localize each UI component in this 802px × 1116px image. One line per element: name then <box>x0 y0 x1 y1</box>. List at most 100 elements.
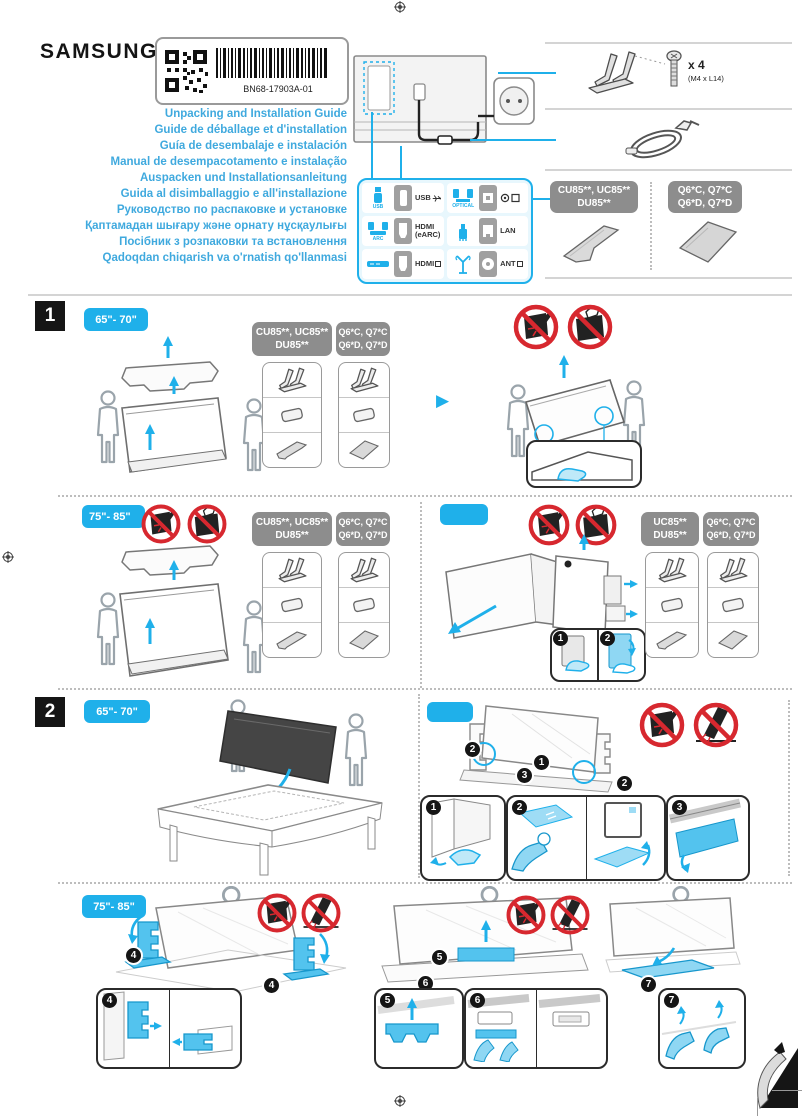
size-badge-blank <box>440 504 488 525</box>
foam-removal-75-illustration <box>115 886 347 993</box>
column-divider-dotted <box>418 694 420 878</box>
model-badge-groupA-short: UC85**DU85** <box>641 512 699 546</box>
callout-line <box>371 112 373 178</box>
screw-qty: x 4 <box>688 58 705 72</box>
part-number: BN68-17903A-01 <box>243 84 313 94</box>
parts-column-groupA <box>645 552 699 658</box>
title-fr: Guide de déballage et d'installation <box>154 124 347 136</box>
title-list: Unpacking and Installation Guide Guide d… <box>40 106 347 266</box>
stand-feet-icon <box>278 367 307 393</box>
bracket-icon <box>660 597 684 613</box>
stand-feet-icon <box>350 557 379 583</box>
clip-steps-detail: 1 2 <box>550 628 646 682</box>
divider-dotted <box>650 182 652 270</box>
detail-step2 <box>506 795 666 881</box>
ant-label: ANT <box>500 259 523 269</box>
page-turn-ic on <box>757 1042 798 1109</box>
hdmi-earc-port <box>394 218 412 244</box>
bracket-icon <box>280 597 304 613</box>
callout-3: 3 <box>515 766 534 785</box>
parts-column-groupB <box>707 552 759 658</box>
protective-sheet-illustration <box>605 886 741 979</box>
prohibition-grab-screen-icon <box>575 504 617 546</box>
model-badge-groupB: Q6*C, Q7*C Q6*D, Q7*D <box>668 181 742 213</box>
divider <box>545 277 792 279</box>
parts-column-groupB <box>338 552 390 658</box>
divider <box>545 42 792 44</box>
edge-divider-dotted <box>788 700 790 876</box>
title-uk: Посібник з розпаковки та встановлення <box>119 236 347 248</box>
plate-groupB-illustration <box>678 221 738 263</box>
parts-column-groupA <box>262 362 322 468</box>
stand-feet-illustration <box>588 51 666 94</box>
plate-groupA-illustration <box>562 225 620 263</box>
port-hdmi: HDMI <box>362 249 445 279</box>
registration-mark-bottom <box>394 1095 406 1107</box>
plate-icon <box>276 441 307 460</box>
prohibition-grab-screen-icon <box>567 304 613 350</box>
title-de: Auspacken und Installationsanleitung <box>139 172 347 184</box>
model-badge-groupA: CU85**, UC85**DU85** <box>252 512 332 546</box>
callout-5: 5 <box>430 948 449 967</box>
prohibition-press-screen-icon <box>639 702 685 748</box>
model-line: CU85**, UC85** <box>557 185 631 196</box>
callout-2: 2 <box>463 740 482 759</box>
prohibition-lean-icon <box>693 702 739 748</box>
optical-speakers-icon: OPTICAL <box>450 188 476 209</box>
divider <box>545 169 792 171</box>
unboxing-illustration <box>96 336 266 473</box>
model-line: Q6*D, Q7*D <box>677 198 733 209</box>
bracket-icon <box>721 597 745 613</box>
callout-line <box>498 72 556 74</box>
row-divider-dotted <box>58 495 792 497</box>
detail-step1 <box>420 795 506 881</box>
port-optical: OPTICAL <box>447 183 528 213</box>
size-badge-75-85: 75"- 85" <box>82 895 146 918</box>
plate-icon <box>349 440 379 460</box>
title-es: Guía de desembalaje e instalación <box>159 140 347 152</box>
callout-line <box>470 139 556 141</box>
step-marker: 7 <box>664 993 679 1008</box>
prohibition-press-screen-icon <box>506 895 546 935</box>
antenna-icon <box>450 254 476 274</box>
model-line: Q6*C, Q7*C <box>677 185 733 196</box>
box-removal-illustration <box>445 534 638 639</box>
prohibition-lean-icon <box>550 895 590 935</box>
qr-code <box>163 48 209 94</box>
usb-symbol-icon <box>432 194 441 202</box>
stand-feet-icon <box>278 557 307 583</box>
port-lan: LAN <box>447 216 528 246</box>
parts-column-groupA <box>262 552 322 658</box>
size-badge-75-85: 75"- 85" <box>82 505 145 528</box>
hdmi-port <box>394 251 412 277</box>
step-marker: 4 <box>102 993 117 1008</box>
section2-number: 2 <box>35 697 65 727</box>
next-arrow-icon: ▶ <box>436 391 450 410</box>
bracket-icon <box>352 597 376 613</box>
port-hdmi-earc: ARC HDMI(eARC) <box>362 216 445 246</box>
barcode-label: BN68-17903A-01 <box>155 37 349 105</box>
divider <box>545 108 792 110</box>
barcode <box>216 48 327 78</box>
usb-icon-label: USB <box>372 204 384 210</box>
hdmi-earc-label: HDMI(eARC) <box>415 221 441 239</box>
lan-label: LAN <box>500 225 516 235</box>
detail-step5 <box>374 988 464 1069</box>
bracket-icon <box>280 407 304 423</box>
callout-4: 4 <box>124 946 143 965</box>
step-marker: 2 <box>600 631 615 646</box>
port-usb: USB USB <box>362 183 445 213</box>
arc-icon-label: ARC <box>372 235 384 242</box>
ant-port <box>479 251 498 277</box>
step-marker: 5 <box>380 993 395 1008</box>
title-ru: Руководство по распаковке и установке <box>116 204 347 216</box>
prohibition-press-screen-icon <box>513 304 559 350</box>
hand-grip-detail <box>526 440 642 488</box>
plate-icon <box>718 630 748 650</box>
title-it: Guida al disimballaggio e all'installazi… <box>120 188 347 200</box>
title-en: Unpacking and Installation Guide <box>164 108 347 120</box>
digital-audio-out-icon <box>500 193 520 203</box>
bottom-foam-removal-illustration <box>381 886 589 983</box>
usb-port-label: USB <box>415 193 441 203</box>
callout-line <box>400 146 402 178</box>
